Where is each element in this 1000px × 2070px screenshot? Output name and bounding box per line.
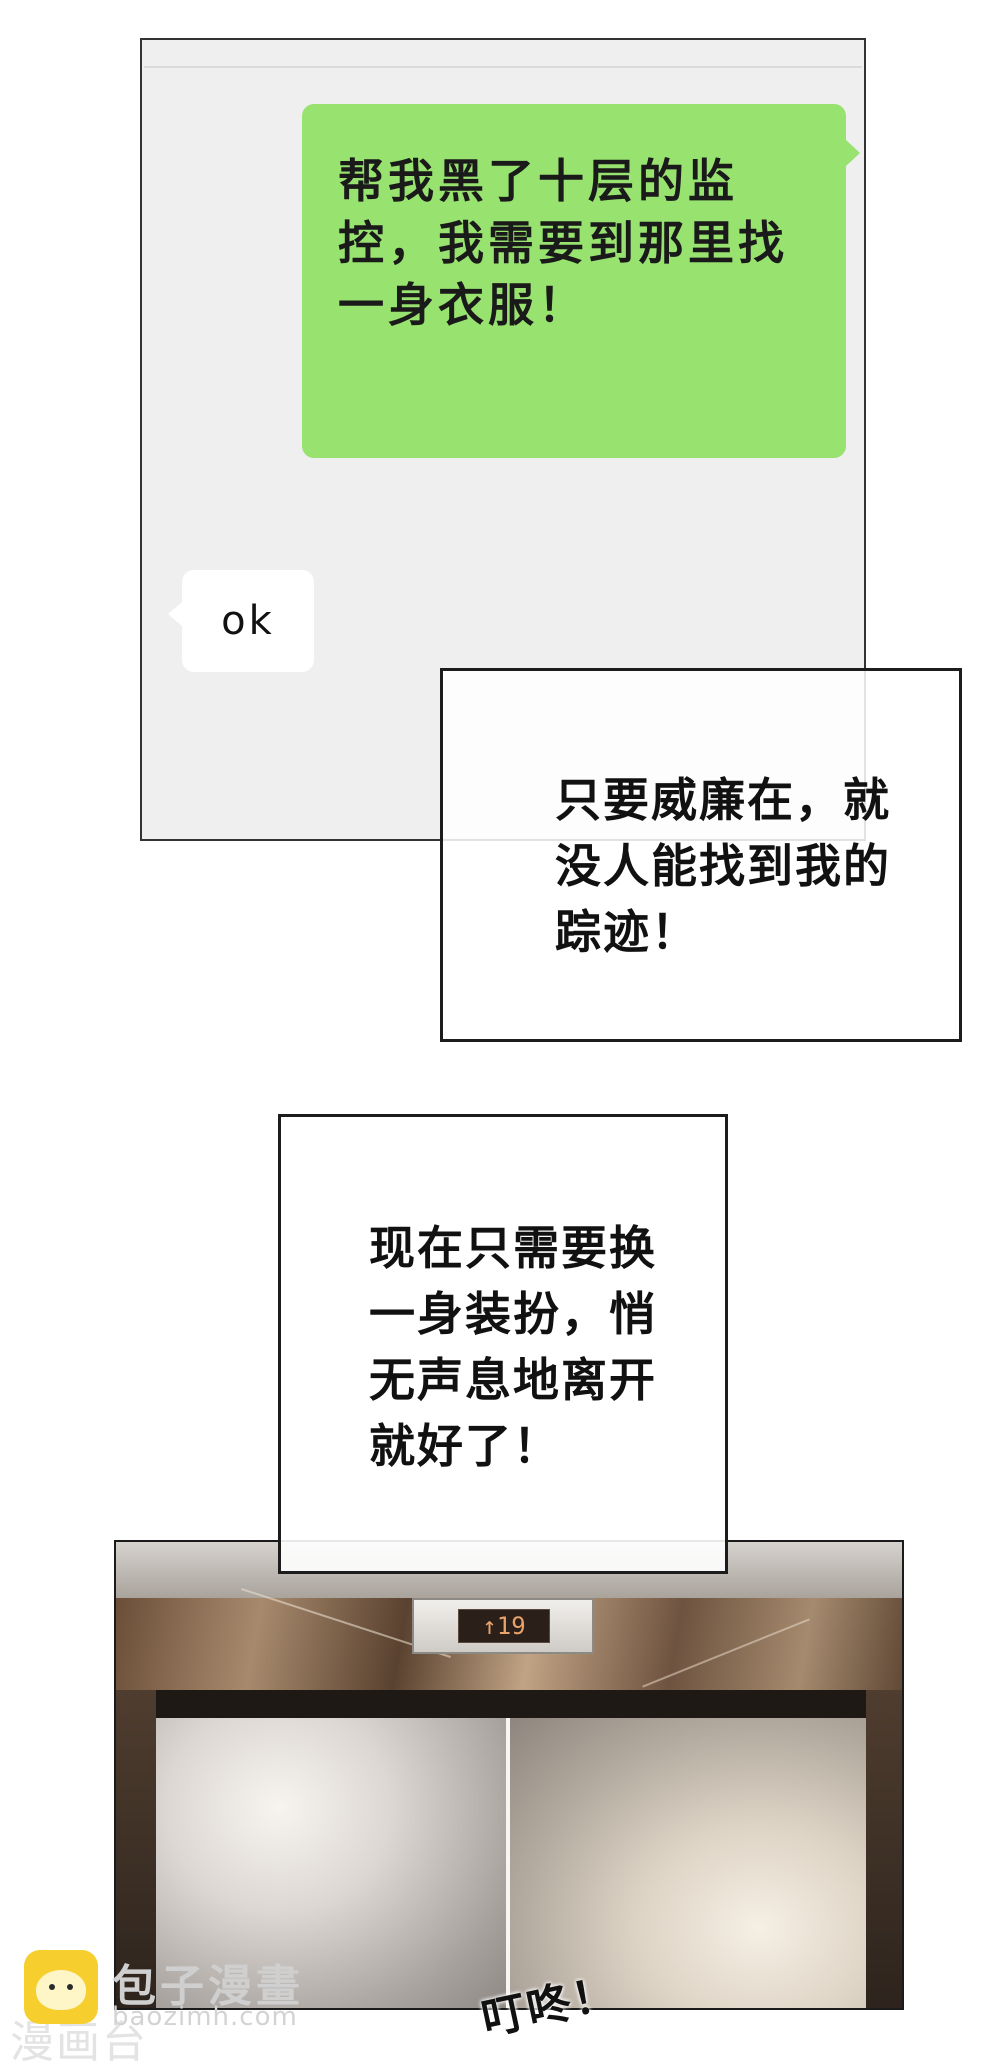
watermark-name: 包子漫畫 bbox=[112, 1961, 304, 2012]
bun-face-icon bbox=[36, 1970, 86, 2010]
received-message-text: ok bbox=[221, 598, 275, 644]
narration-text-2: 现在只需要换一身装扮，悄无声息地离开就好了！ bbox=[369, 1221, 657, 1473]
elevator-illustration: ↑19 bbox=[114, 1540, 904, 2010]
sent-message-text: 帮我黑了十层的监控，我需要到那里找一身衣服！ bbox=[338, 154, 788, 332]
narration-text-1: 只要威廉在，就没人能找到我的踪迹！ bbox=[555, 773, 891, 959]
elevator-door-right bbox=[510, 1718, 866, 2008]
received-message-bubble: ok bbox=[182, 570, 314, 672]
narration-box-1: 只要威廉在，就没人能找到我的踪迹！ bbox=[440, 668, 962, 1042]
watermark-url: baozimh.com bbox=[112, 2002, 298, 2032]
sent-message-bubble: 帮我黑了十层的监控，我需要到那里找一身衣服！ bbox=[302, 104, 846, 458]
chat-panel: 帮我黑了十层的监控，我需要到那里找一身衣服！ ok bbox=[140, 38, 866, 841]
door-frame-left bbox=[116, 1690, 156, 2008]
floor-indicator-display: ↑19 bbox=[458, 1609, 550, 1643]
sent-bubble-tail bbox=[846, 140, 860, 166]
eye-icon bbox=[67, 1984, 73, 1990]
floor-indicator-panel: ↑19 bbox=[412, 1598, 594, 1654]
narration-box-2: 现在只需要换一身装扮，悄无声息地离开就好了！ bbox=[278, 1114, 728, 1574]
door-frame-right bbox=[866, 1690, 902, 2008]
eye-icon bbox=[49, 1984, 55, 1990]
bun-logo-icon bbox=[24, 1950, 98, 2024]
elevator-door-left bbox=[156, 1718, 506, 2008]
elevator-door-seam bbox=[506, 1718, 510, 2008]
chat-divider bbox=[144, 66, 862, 68]
received-bubble-tail bbox=[168, 602, 182, 626]
